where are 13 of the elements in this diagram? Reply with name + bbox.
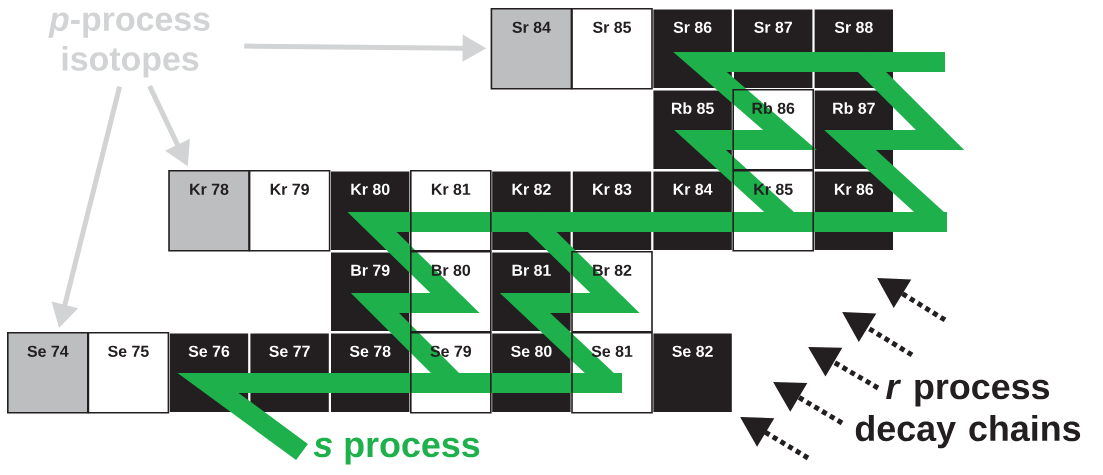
isotope-cell: Kr 81: [410, 170, 492, 252]
isotope-cell: Sr 85: [571, 8, 653, 90]
isotope-cell: Se 75: [87, 332, 170, 414]
isotope-cell: Sr 84: [490, 8, 573, 90]
isotope-cell: Se 74: [7, 332, 89, 414]
isotope-cell: Rb 86: [732, 89, 814, 171]
isotope-cell: Se 82: [651, 332, 734, 414]
isotope-cell: Kr 78: [168, 170, 250, 252]
isotope-cell: Kr 79: [248, 170, 331, 252]
process-label: r process decay chains: [855, 379, 1081, 449]
process-label: s process: [313, 437, 480, 465]
isotope-cell: Kr 85: [732, 170, 814, 252]
isotope-cell: Se 81: [571, 332, 653, 414]
